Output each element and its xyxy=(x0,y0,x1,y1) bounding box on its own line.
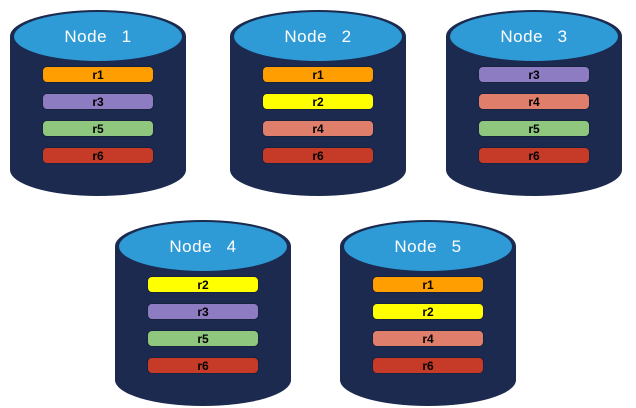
replica-label: r6 xyxy=(197,358,209,373)
replica-bar: r2 xyxy=(372,303,484,320)
replica-label: r1 xyxy=(312,67,324,82)
replica-bar: r1 xyxy=(42,66,154,83)
replica-bar: r6 xyxy=(147,357,259,374)
replica-bar: r1 xyxy=(262,66,374,83)
replica-label: r5 xyxy=(528,121,540,136)
replica-label: r3 xyxy=(528,67,540,82)
replica-bar: r3 xyxy=(42,93,154,110)
node-label: Node 4 xyxy=(169,236,237,256)
cylinder-top: Node 1 xyxy=(14,12,182,61)
replica-label: r5 xyxy=(197,331,209,346)
cylinder-top: Node 3 xyxy=(450,12,618,61)
replica-list: r1 r2 r4 r6 xyxy=(372,276,484,374)
replica-bar: r3 xyxy=(147,303,259,320)
replica-bar: r5 xyxy=(42,120,154,137)
replica-bar: r6 xyxy=(372,357,484,374)
node-label: Node 2 xyxy=(284,26,352,46)
replica-label: r6 xyxy=(312,148,324,163)
replica-bar: r5 xyxy=(478,120,590,137)
replica-label: r4 xyxy=(312,121,324,136)
cylinder-top: Node 2 xyxy=(234,12,402,61)
node-label: Node 1 xyxy=(64,26,132,46)
replica-bar: r2 xyxy=(262,93,374,110)
replica-label: r1 xyxy=(422,277,434,292)
replica-label: r5 xyxy=(92,121,104,136)
replica-list: r1 r3 r5 r6 xyxy=(42,66,154,164)
replica-bar: r1 xyxy=(372,276,484,293)
node-cylinder: Node 4 r2 r3 r5 r6 xyxy=(115,220,291,406)
replica-list: r3 r4 r5 r6 xyxy=(478,66,590,164)
replica-bar: r6 xyxy=(262,147,374,164)
replica-bar: r4 xyxy=(262,120,374,137)
replica-list: r1 r2 r4 r6 xyxy=(262,66,374,164)
replica-list: r2 r3 r5 r6 xyxy=(147,276,259,374)
replica-label: r4 xyxy=(528,94,540,109)
replica-bar: r3 xyxy=(478,66,590,83)
replica-label: r3 xyxy=(92,94,104,109)
replica-label: r1 xyxy=(92,67,104,82)
replica-bar: r4 xyxy=(372,330,484,347)
cylinder-top: Node 5 xyxy=(344,222,512,271)
node-cylinder: Node 5 r1 r2 r4 r6 xyxy=(340,220,516,406)
replica-label: r2 xyxy=(312,94,324,109)
node-label: Node 3 xyxy=(500,26,568,46)
replica-label: r2 xyxy=(197,277,209,292)
replica-bar: r5 xyxy=(147,330,259,347)
replica-label: r6 xyxy=(528,148,540,163)
node-cylinder: Node 1 r1 r3 r5 r6 xyxy=(10,10,186,196)
replica-label: r4 xyxy=(422,331,434,346)
replica-bar: r6 xyxy=(42,147,154,164)
replica-bar: r6 xyxy=(478,147,590,164)
node-cylinder: Node 3 r3 r4 r5 r6 xyxy=(446,10,622,196)
replica-label: r6 xyxy=(422,358,434,373)
replica-label: r3 xyxy=(197,304,209,319)
replica-bar: r2 xyxy=(147,276,259,293)
replica-label: r6 xyxy=(92,148,104,163)
node-cylinder: Node 2 r1 r2 r4 r6 xyxy=(230,10,406,196)
replica-bar: r4 xyxy=(478,93,590,110)
replica-label: r2 xyxy=(422,304,434,319)
node-label: Node 5 xyxy=(394,236,462,256)
cylinder-top: Node 4 xyxy=(119,222,287,271)
